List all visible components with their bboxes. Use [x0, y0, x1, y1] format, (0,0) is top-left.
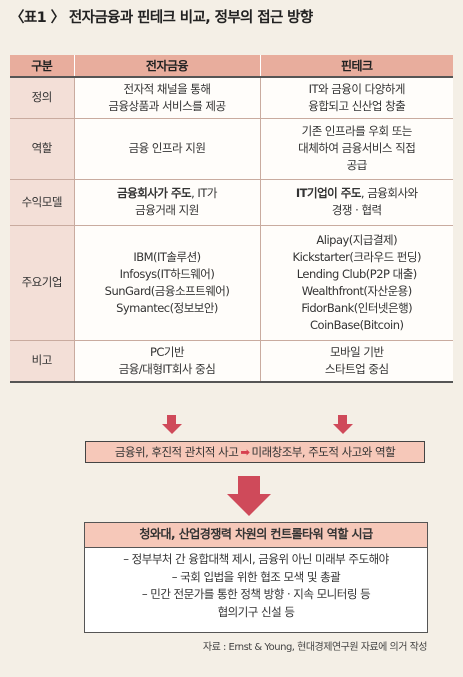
cell-line: SunGard(금융소프트웨어)	[104, 283, 230, 298]
cell-line: 전자적 채널을 통해	[123, 81, 211, 96]
table-title: 〈표1 〉 전자금융과 핀테크 비교, 정부의 접근 방향	[10, 10, 313, 26]
cell-line: 공급	[346, 158, 368, 172]
arrow-shaft	[338, 415, 347, 424]
cell-line: 경쟁 · 협력	[331, 203, 382, 217]
table-header-row: 구분 전자금융 핀테크	[10, 55, 453, 78]
transition-bar: 금융위, 후진적 관치적 사고➡미래창조부, 주도적 사고와 역할	[85, 441, 425, 463]
source-note: 자료 : Ernst & Young, 현대경제연구원 자료에 의거 작성	[202, 642, 428, 653]
cell-text: , 금융회사와	[360, 186, 418, 200]
cell-line: 기존 인프라를 우회 또는	[301, 124, 413, 138]
cell-line: 대체하여 금융서비스 직접	[298, 141, 416, 155]
cell-emphasis: 금융회사가 주도	[117, 186, 192, 200]
policy-heading: 청와대, 산업경쟁력 차원의 컨트롤타워 역할 시급	[85, 523, 427, 548]
transition-from: 금융위, 후진적 관치적 사고	[114, 445, 239, 459]
arrow-head	[227, 494, 271, 516]
table-row-revenue-model: 수익모델 금융회사가 주도, IT가 금융거래 지원 IT기업이 주도, 금융회…	[10, 179, 453, 226]
arrow-shaft	[238, 476, 260, 494]
cell-e-finance: 금융회사가 주도, IT가 금융거래 지원	[74, 179, 261, 226]
right-arrow-icon: ➡	[240, 445, 250, 459]
cell-line: Alipay(지급결제)	[316, 232, 398, 247]
cell-line: IT와 금융이 다양하게	[308, 81, 406, 96]
cell-line: Symantec(정보보안)	[116, 300, 218, 315]
cell-line: 스타트업 중심	[324, 361, 389, 376]
policy-item: – 민간 전문가를 통한 정책 방향 · 지속 모니터링 등	[141, 587, 371, 601]
large-down-arrow-icon	[227, 476, 271, 516]
cell-line: Infosys(IT하드웨어)	[119, 266, 215, 281]
cell-line: Wealthfront(자산운용)	[301, 283, 412, 298]
cell-fintech: IT와 금융이 다양하게 융합되고 신산업 창출	[260, 77, 453, 119]
cell-line: 모바일 기반	[329, 344, 384, 359]
row-label: 정의	[10, 77, 75, 119]
cell-line: 금융거래 지원	[135, 203, 199, 217]
cell-text: , IT가	[191, 186, 217, 200]
cell-line: 금융회사가 주도, IT가	[77, 185, 258, 202]
down-arrow-icon	[333, 415, 353, 434]
cell-line: PC기반	[149, 344, 185, 359]
header-fintech: 핀테크	[260, 55, 453, 78]
policy-item: 협의기구 신설 등	[217, 604, 295, 619]
cell-line: IBM(IT솔루션)	[133, 249, 201, 264]
policy-items: – 정부부처 간 융합대책 제시, 금융위 아닌 미래부 주도해야 – 국회 입…	[85, 548, 427, 621]
arrow-head	[333, 424, 353, 434]
cell-line: 금융 인프라 지원	[128, 141, 206, 155]
policy-box: 청와대, 산업경쟁력 차원의 컨트롤타워 역할 시급 – 정부부처 간 융합대책…	[84, 522, 428, 633]
cell-line: FidorBank(인터넷은행)	[301, 300, 413, 315]
cell-e-finance: IBM(IT솔루션) Infosys(IT하드웨어) SunGard(금융소프트…	[74, 225, 261, 341]
table-row-definition: 정의 전자적 채널을 통해 금융상품과 서비스를 제공 IT와 금융이 다양하게…	[10, 77, 453, 119]
header-e-finance: 전자금융	[74, 55, 261, 78]
cell-e-finance: 전자적 채널을 통해 금융상품과 서비스를 제공	[74, 77, 261, 119]
cell-e-finance: PC기반 금융/대형IT회사 중심	[74, 340, 261, 383]
cell-line: Kickstarter(크라우드 펀딩)	[292, 249, 422, 264]
cell-emphasis: IT기업이 주도	[295, 186, 362, 200]
cell-line: 융합되고 신산업 창출	[308, 98, 406, 113]
policy-item: – 국회 입법을 위한 협조 모색 및 총괄	[171, 569, 341, 584]
cell-e-finance: 금융 인프라 지원	[74, 118, 261, 180]
cell-line: IT기업이 주도, 금융회사와	[263, 185, 452, 202]
table-row-role: 역할 금융 인프라 지원 기존 인프라를 우회 또는 대체하여 금융서비스 직접…	[10, 118, 453, 180]
cell-fintech: 기존 인프라를 우회 또는 대체하여 금융서비스 직접 공급	[260, 118, 453, 180]
comparison-table: 구분 전자금융 핀테크 정의 전자적 채널을 통해 금융상품과 서비스를 제공 …	[10, 55, 453, 383]
cell-line: Lending Club(P2P 대출)	[296, 266, 418, 281]
table-row-major-companies: 주요기업 IBM(IT솔루션) Infosys(IT하드웨어) SunGard(…	[10, 225, 453, 341]
row-label: 수익모델	[10, 179, 75, 226]
policy-item: – 정부부처 간 융합대책 제시, 금융위 아닌 미래부 주도해야	[123, 552, 389, 566]
cell-fintech: IT기업이 주도, 금융회사와 경쟁 · 협력	[260, 179, 453, 226]
cell-fintech: 모바일 기반 스타트업 중심	[260, 340, 453, 383]
cell-line: 금융/대형IT회사 중심	[118, 361, 216, 376]
row-label: 비고	[10, 340, 75, 383]
table-row-remarks: 비고 PC기반 금융/대형IT회사 중심 모바일 기반 스타트업 중심	[10, 340, 453, 383]
transition-to: 미래창조부, 주도적 사고와 역할	[251, 445, 396, 459]
cell-line: 금융상품과 서비스를 제공	[108, 98, 226, 113]
row-label: 주요기업	[10, 225, 75, 341]
header-category: 구분	[10, 55, 75, 78]
cell-line: CoinBase(Bitcoin)	[310, 317, 404, 332]
row-label: 역할	[10, 118, 75, 180]
down-arrow-icon	[162, 415, 182, 434]
arrow-shaft	[167, 415, 176, 424]
arrow-head	[162, 424, 182, 434]
cell-fintech: Alipay(지급결제) Kickstarter(크라우드 펀딩) Lendin…	[260, 225, 453, 341]
